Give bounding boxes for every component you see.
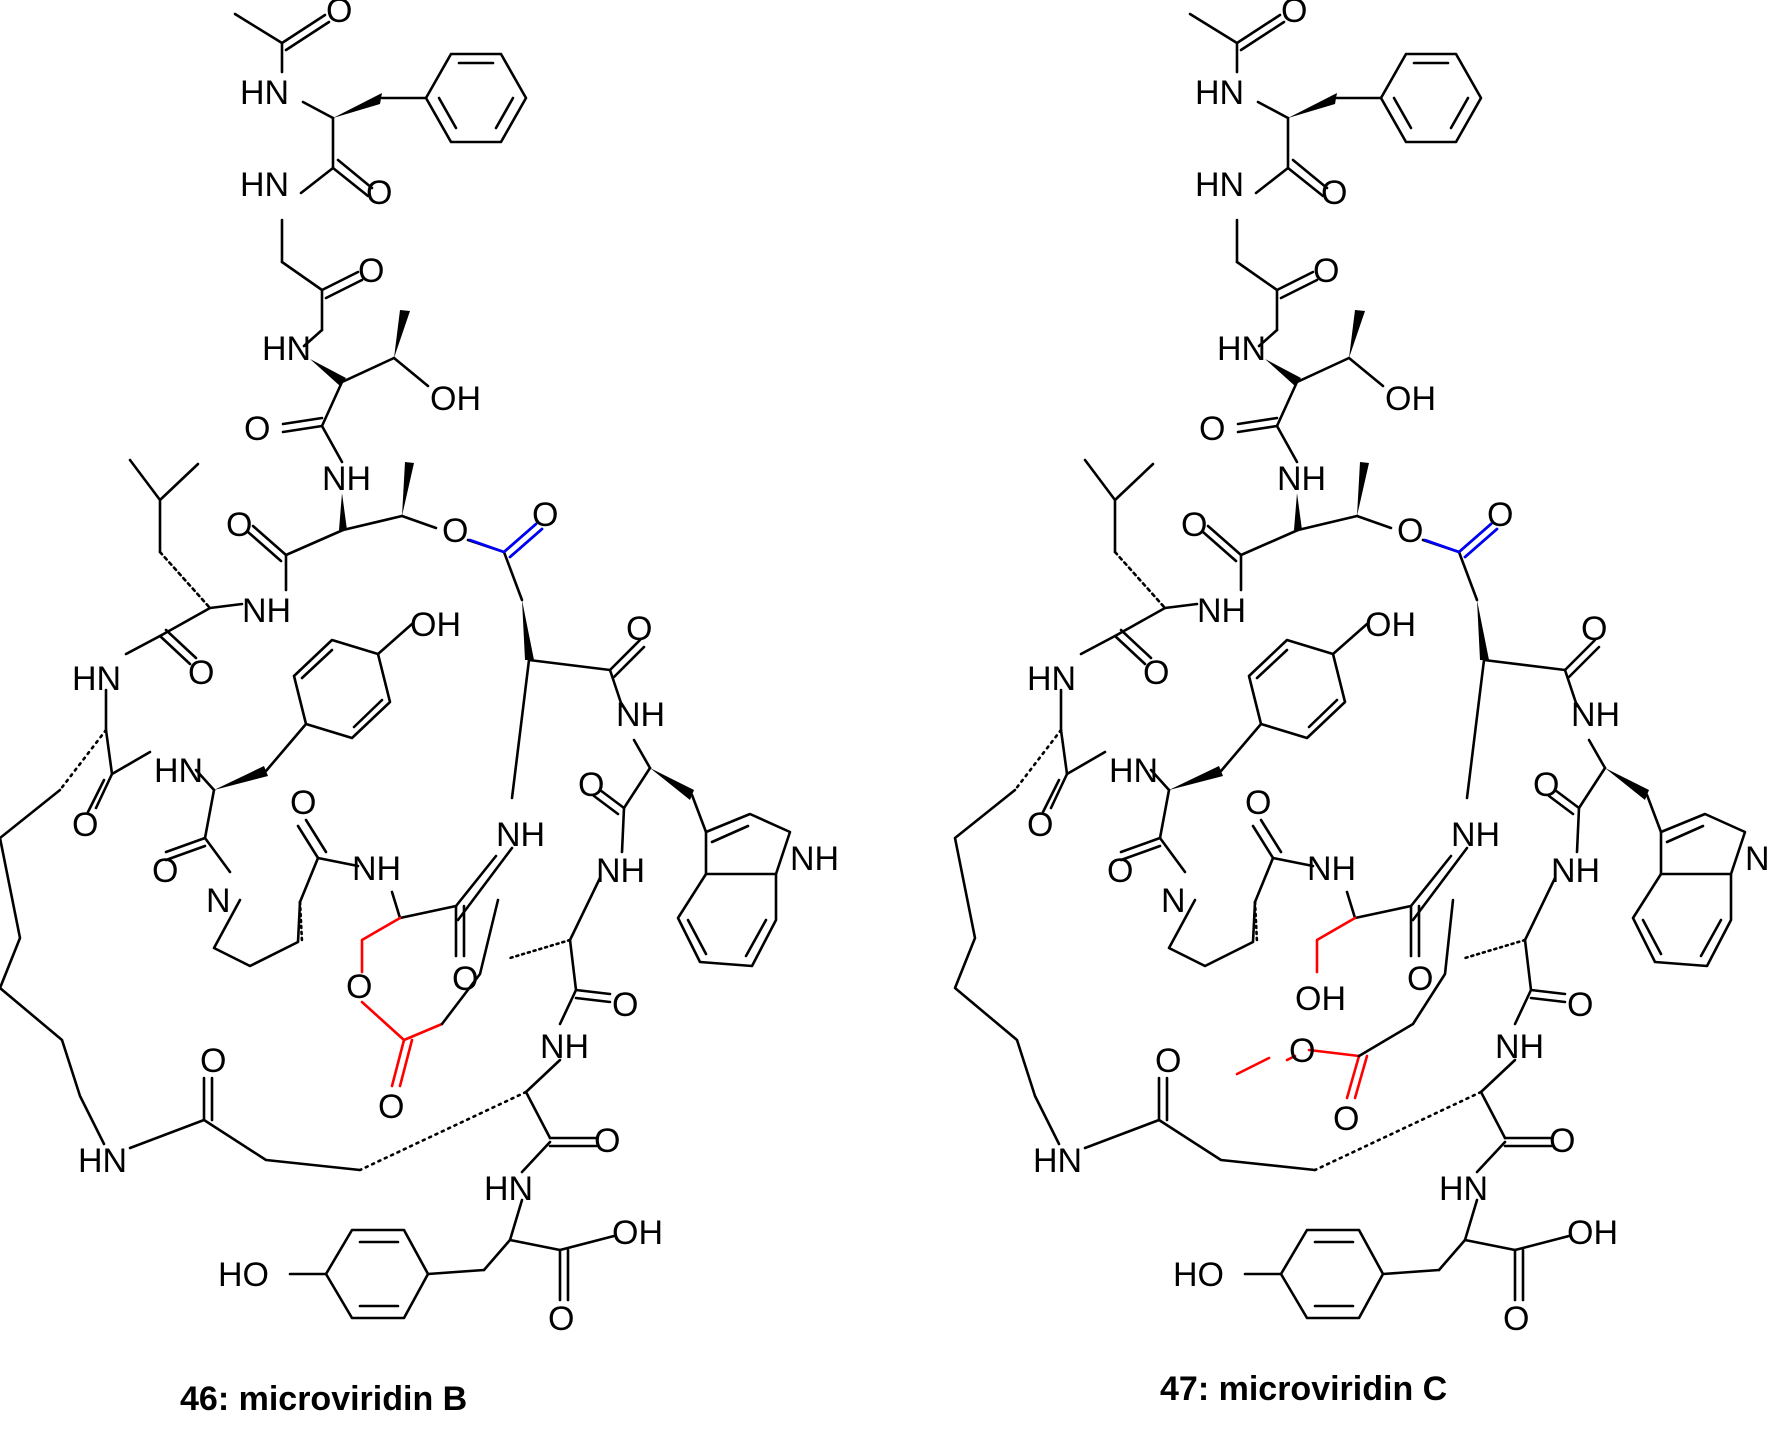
atom-label: O: [152, 852, 178, 890]
methyl-ester-bond-red: [1235, 1048, 1369, 1100]
atom-label: O: [290, 784, 316, 822]
ester-oxygen-label: O: [1397, 512, 1423, 550]
ester-bond-blue: [1423, 522, 1499, 559]
atom-label: O: [1313, 252, 1339, 290]
atom-label: NH: [1197, 592, 1246, 630]
atom-label: O: [1321, 174, 1347, 212]
atom-label: O: [1027, 806, 1053, 844]
atom-label: HN: [240, 74, 289, 112]
atom-label: O: [1581, 610, 1607, 648]
methyl-ester-carbonyl-oxygen-label: O: [1333, 1100, 1359, 1138]
atom-label: HN: [240, 166, 289, 204]
atom-label: O: [1181, 506, 1207, 544]
ester-oxygen-label: O: [442, 512, 468, 550]
methyl-ester-oxygen-label: O: [1289, 1032, 1315, 1070]
atom-label: NH: [596, 852, 645, 890]
caption-47: 47: microviridin C: [1160, 1370, 1448, 1408]
atom-label: O: [1245, 784, 1271, 822]
atom-label: O: [1549, 1122, 1575, 1160]
atom-label: HN: [78, 1142, 127, 1180]
atom-label: HN: [1195, 166, 1244, 204]
atom-label: O: [366, 174, 392, 212]
atom-label: O: [548, 1300, 574, 1338]
atom-label: NH: [1745, 840, 1772, 878]
atom-label: N: [206, 882, 231, 920]
atom-label: O: [578, 766, 604, 804]
atom-label: HN: [72, 660, 121, 698]
atom-label: OH: [612, 1214, 663, 1252]
atom-label: O: [72, 806, 98, 844]
atom-label: HN: [1217, 330, 1266, 368]
atom-label: O: [1533, 766, 1559, 804]
atom-label: HN: [1439, 1170, 1488, 1208]
atom-label: NH: [1571, 696, 1620, 734]
atom-label: HN: [154, 752, 203, 790]
atom-label: O: [200, 1042, 226, 1080]
atom-label: NH: [242, 592, 291, 630]
atom-label: N: [1161, 882, 1186, 920]
atom-label: NH: [1451, 816, 1500, 854]
atom-label: HN: [262, 330, 311, 368]
serine-bond-red: [1315, 916, 1357, 974]
atom-label: HO: [218, 1256, 269, 1294]
atom-label: OH: [1567, 1214, 1618, 1252]
serine-hydroxyl-label: OH: [1295, 980, 1346, 1018]
atom-label: O: [188, 654, 214, 692]
side-chain-bond: [1357, 898, 1455, 1058]
atom-label: NH: [540, 1028, 589, 1066]
atom-label: O: [226, 506, 252, 544]
atom-label: HN: [1027, 660, 1076, 698]
atom-label: NH: [616, 696, 665, 734]
atom-label: O: [612, 986, 638, 1024]
atom-label: NH: [1307, 850, 1356, 888]
ester-carbonyl-oxygen-label: O: [532, 496, 558, 534]
atom-label: O: [1107, 852, 1133, 890]
lactone-bond-red: [360, 916, 444, 1088]
atom-label: O: [326, 0, 352, 30]
atom-label: NH: [496, 816, 545, 854]
atom-label: O: [594, 1122, 620, 1160]
atom-label: OH: [410, 606, 461, 644]
atom-label: O: [1503, 1300, 1529, 1338]
atom-label: HN: [1195, 74, 1244, 112]
lactone-oxygen-label: O: [346, 968, 372, 1006]
atom-label: HO: [1173, 1256, 1224, 1294]
atom-label: HN: [484, 1170, 533, 1208]
ester-bond-blue: [468, 522, 544, 559]
atom-label: O: [1155, 1042, 1181, 1080]
atom-label: O: [1143, 654, 1169, 692]
atom-label: OH: [1385, 380, 1436, 418]
atom-label: O: [358, 252, 384, 290]
atom-label: O: [1199, 410, 1225, 448]
atom-label: HN: [1109, 752, 1158, 790]
atom-label: NH: [1495, 1028, 1544, 1066]
ester-carbonyl-oxygen-label: O: [1487, 496, 1513, 534]
atom-label: O: [1407, 960, 1433, 998]
atom-label: NH: [322, 460, 371, 498]
atom-label: O: [626, 610, 652, 648]
atom-label: O: [1281, 0, 1307, 30]
structure-microviridin-c: OHNHNOOHNOHONHONHOHOHNHNOONONHONHONHONHN…: [953, 0, 1772, 1338]
atom-label: OH: [1365, 606, 1416, 644]
atom-label: HN: [1033, 1142, 1082, 1180]
atom-label: NH: [1551, 852, 1600, 890]
atom-label: NH: [1277, 460, 1326, 498]
atom-label: O: [1567, 986, 1593, 1024]
atom-label: OH: [430, 380, 481, 418]
atom-label: O: [244, 410, 270, 448]
side-chain-bond: [440, 898, 500, 1026]
atom-label: NH: [790, 840, 839, 878]
caption-46: 46: microviridin B: [180, 1380, 468, 1418]
atom-label: NH: [352, 850, 401, 888]
lactone-carbonyl-oxygen-label: O: [378, 1088, 404, 1126]
